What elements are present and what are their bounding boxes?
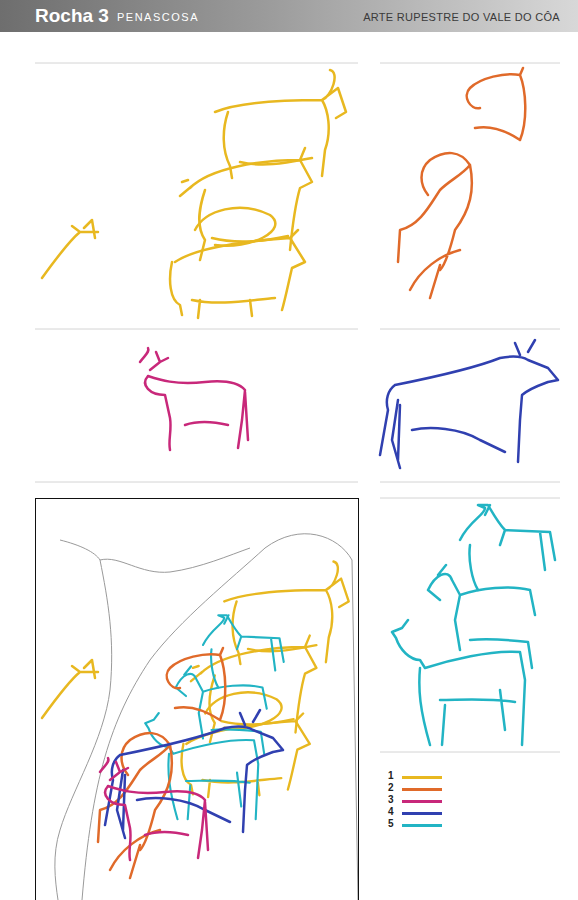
cattle-tracings [392,505,555,745]
legend-swatch [402,824,442,827]
horse-tracings [398,68,525,298]
composite-frame [36,499,359,900]
series-title: ARTE RUPESTRE DO VALE DO CÔA [363,11,560,23]
rock-outline [55,534,358,900]
legend-number: 5 [388,818,394,829]
goat-tracings [170,70,346,318]
fragment-tracing [42,220,98,278]
legend-swatch [402,812,442,815]
legend-swatch [402,776,442,779]
page-title: Rocha 3 [35,5,109,27]
composite-panel [42,534,358,900]
site-name: PENASCOSA [117,11,199,23]
legend-number: 2 [388,782,394,793]
deer-tracing [140,348,248,450]
legend-swatch [402,800,442,803]
legend-swatch [402,788,442,791]
aurochs-tracing [380,340,558,468]
legend-number: 4 [388,806,394,817]
legend-number: 3 [388,794,394,805]
legend-number: 1 [388,770,394,781]
